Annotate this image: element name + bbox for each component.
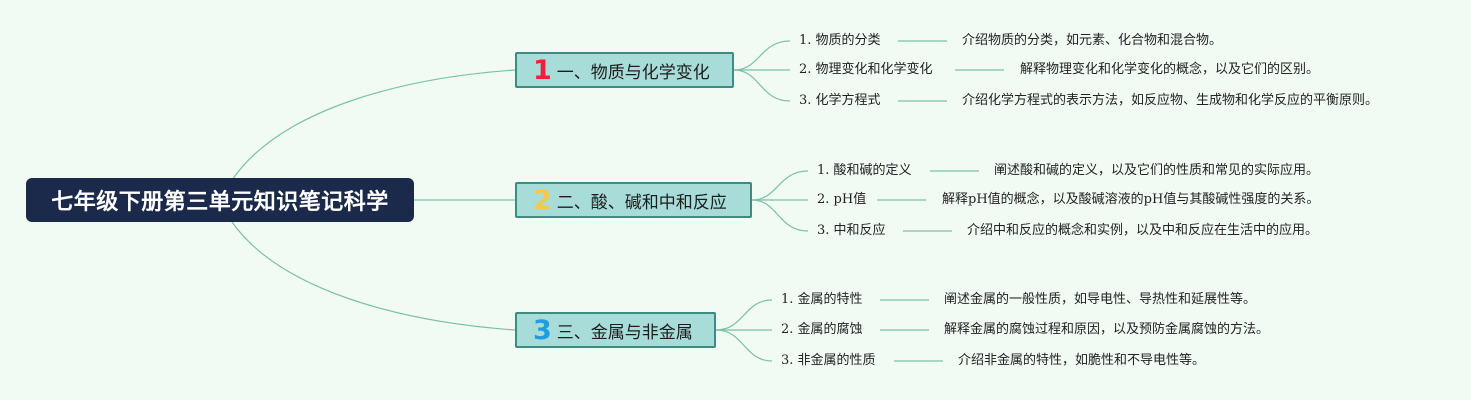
subtopic-1-3[interactable]: 3. 化学方程式 bbox=[799, 93, 881, 108]
topic-title-2: 二、酸、碱和中和反应 bbox=[556, 192, 727, 213]
description-2-1[interactable]: 阐述酸和碱的定义，以及它们的性质和常见的实际应用。 bbox=[994, 163, 1320, 178]
link-root-topic-1 bbox=[231, 69, 516, 181]
link-t3-item-1 bbox=[715, 299, 773, 331]
description-3-1[interactable]: 阐述金属的一般性质，如导电性、导热性和延展性等。 bbox=[944, 292, 1257, 307]
topic-number-2: 2 bbox=[533, 184, 552, 216]
link-t1-item-1 bbox=[733, 40, 791, 71]
subtopic-1-1[interactable]: 1. 物质的分类 bbox=[799, 33, 881, 48]
subtopic-3-3[interactable]: 3. 非金属的性质 bbox=[781, 353, 876, 368]
subtopic-1-2[interactable]: 2. 物理变化和化学变化 bbox=[799, 62, 933, 77]
topic-node-1[interactable]: 1 一、物质与化学变化 bbox=[515, 52, 734, 88]
subtopic-2-3[interactable]: 3. 中和反应 bbox=[817, 223, 886, 238]
description-1-3[interactable]: 介绍化学方程式的表示方法，如反应物、生成物和化学反应的平衡原则。 bbox=[962, 93, 1379, 108]
topic-number-1: 1 bbox=[533, 54, 552, 86]
topic-title-1: 一、物质与化学变化 bbox=[556, 62, 710, 83]
description-1-2[interactable]: 解释物理变化和化学变化的概念，以及它们的区别。 bbox=[1020, 62, 1320, 77]
link-t1-item-3 bbox=[733, 69, 791, 102]
description-3-3[interactable]: 介绍非金属的特性，如脆性和不导电性等。 bbox=[958, 353, 1206, 368]
topic-node-3[interactable]: 3 三、金属与非金属 bbox=[515, 312, 716, 348]
description-1-1[interactable]: 介绍物质的分类，如元素、化合物和混合物。 bbox=[962, 33, 1223, 48]
link-t2-item-3 bbox=[751, 199, 809, 232]
root-title: 七年级下册第三单元知识笔记科学 bbox=[51, 190, 389, 215]
description-2-3[interactable]: 介绍中和反应的概念和实例，以及中和反应在生活中的应用。 bbox=[967, 223, 1319, 238]
topic-number-3: 3 bbox=[533, 314, 552, 346]
topic-title-3: 三、金属与非金属 bbox=[556, 322, 693, 343]
topic-node-2[interactable]: 2 二、酸、碱和中和反应 bbox=[515, 182, 752, 218]
subtopic-2-2[interactable]: 2. pH值 bbox=[817, 192, 867, 207]
link-root-topic-3 bbox=[231, 221, 516, 331]
subtopic-3-1[interactable]: 1. 金属的特性 bbox=[781, 292, 863, 307]
description-3-2[interactable]: 解释金属的腐蚀过程和原因，以及预防金属腐蚀的方法。 bbox=[944, 322, 1270, 337]
subtopic-3-2[interactable]: 2. 金属的腐蚀 bbox=[781, 322, 863, 337]
description-2-2[interactable]: 解释pH值的概念，以及酸碱溶液的pH值与其酸碱性强度的关系。 bbox=[942, 192, 1320, 207]
subtopic-2-1[interactable]: 1. 酸和碱的定义 bbox=[817, 163, 912, 178]
root-node[interactable]: 七年级下册第三单元知识笔记科学 bbox=[26, 178, 414, 222]
link-t3-item-3 bbox=[715, 329, 773, 362]
link-t2-item-1 bbox=[751, 170, 809, 201]
